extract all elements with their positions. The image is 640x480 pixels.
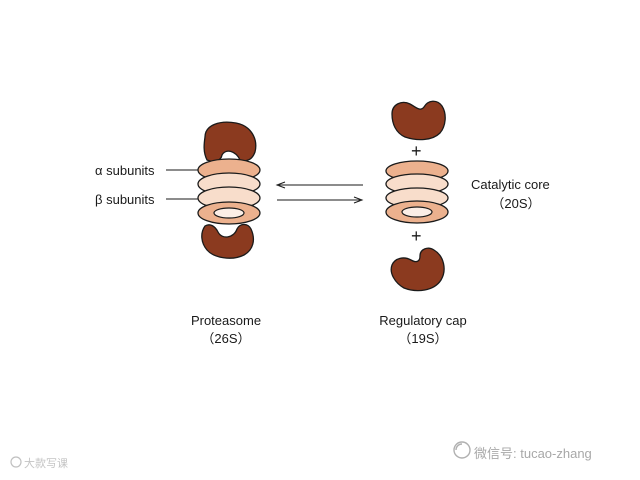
alpha-subunits-label: α subunits <box>95 163 155 178</box>
core-channel <box>213 207 245 219</box>
proteasome-sublabel: （26S） <box>201 331 251 346</box>
free-regulatory-cap-top <box>391 100 446 141</box>
proteasome-26s <box>166 121 261 259</box>
core-channel-right <box>401 206 433 218</box>
reverse-arrowhead <box>275 181 286 189</box>
catalytic-core-sublabel: （20S） <box>491 196 541 211</box>
dissociated-components <box>385 100 449 292</box>
bottom-regulatory-cap <box>201 223 255 259</box>
plus-sign-top: + <box>411 141 422 161</box>
top-regulatory-cap <box>203 121 257 162</box>
corner-logo-icon <box>10 456 22 468</box>
forward-arrowhead <box>353 196 364 204</box>
plus-sign-bottom: + <box>411 226 422 246</box>
beta-subunits-label: β subunits <box>95 192 155 207</box>
proteasome-label: Proteasome <box>190 313 262 328</box>
corner-watermark: 大款写课 <box>24 458 68 470</box>
free-regulatory-cap-bottom <box>390 247 445 292</box>
catalytic-core-label: Catalytic core <box>471 177 550 192</box>
wechat-watermark: 微信号: tucao-zhang <box>474 446 592 461</box>
regulatory-cap-sublabel: （19S） <box>398 331 448 346</box>
wechat-logo-icon <box>453 441 471 459</box>
equilibrium-arrows <box>275 181 364 204</box>
regulatory-cap-label: Regulatory cap <box>379 313 467 328</box>
